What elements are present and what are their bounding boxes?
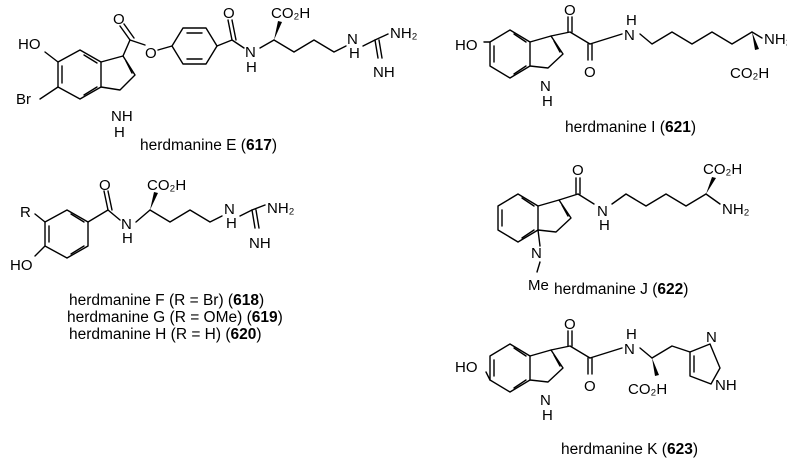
atom-gua-h: H [349,45,360,62]
atom-co2h: CO₂H [271,5,310,22]
atom-amide-h: H [122,230,133,247]
atom-n: N [540,392,551,409]
atom-o2: O [584,64,596,81]
atom-nh2: NH₂ [764,31,787,48]
atom-carbonyl-o2: O [223,5,235,22]
atom-co2h: CO₂H [730,65,769,82]
atom-amide-n: N [624,341,635,358]
atom-imid-n: N [706,329,717,346]
atom-gua-n: N [347,31,358,48]
structure-618-620: R HO O N H CO₂H N H NH₂ NH herdmanine F … [10,177,295,343]
atom-o: O [572,162,584,179]
atom-n: N [531,245,542,262]
atom-br: Br [16,91,31,108]
atom-amide-n: N [597,203,608,220]
atom-nh2: NH₂ [390,25,418,42]
atom-amide-h: H [246,59,257,76]
label-621: herdmanine I (621) [565,119,696,136]
atom-h: H [542,93,553,110]
atom-carbonyl-o: O [99,177,111,194]
atom-amide-n: N [245,44,256,61]
atom-nh2: NH₂ [267,200,295,217]
atom-amide-h: H [626,326,637,343]
atom-ester-o: O [145,45,157,62]
atom-ho: HO [10,257,33,274]
atom-carbonyl-o1: O [113,11,125,28]
structure-623: HO N H O O N H CO₂H N NH herdmanine K (6… [455,316,737,458]
atom-co2h: CO₂H [628,381,667,398]
atom-r: R [20,204,31,221]
atom-me: Me [528,277,549,294]
atom-h: H [542,407,553,424]
atom-o2: O [584,378,596,395]
atom-co2h: CO₂H [147,177,186,194]
atom-amide-n: N [624,27,635,44]
atom-gua-h: H [226,215,237,232]
atom-gua-n: N [224,201,235,218]
atom-o1: O [564,316,576,333]
structure-621: HO N H O O N H NH₂ CO₂H herdmanine I (62… [455,2,787,136]
atom-amide-h: H [599,217,610,234]
atom-nh: NH [111,108,133,125]
atom-h: H [114,124,125,141]
atom-ho: HO [455,37,478,54]
atom-imid-nh: NH [715,377,737,394]
atom-nh2: NH₂ [722,201,750,218]
structure-622: N Me O N H CO₂H NH₂ herdmanine J (622) [497,161,750,298]
atom-o1: O [564,2,576,19]
atom-ho: HO [455,359,478,376]
label-617: herdmanine E (617) [140,137,277,154]
atom-ho: HO [18,36,41,53]
structure-617: HO Br NH H O O O N H CO₂H N H NH₂ NH her… [16,5,418,154]
atom-amide-n: N [121,216,132,233]
atom-nh: NH [373,64,395,81]
label-619: herdmanine G (R = OMe) (619) [67,309,283,326]
label-618: herdmanine F (R = Br) (618) [69,292,264,309]
label-620: herdmanine H (R = H) (620) [69,326,262,343]
label-623: herdmanine K (623) [561,441,698,458]
atom-n: N [540,78,551,95]
atom-co2h: CO₂H [703,161,742,178]
atom-amide-h: H [626,12,637,29]
atom-nh: NH [249,235,271,252]
label-622: herdmanine J (622) [554,281,688,298]
